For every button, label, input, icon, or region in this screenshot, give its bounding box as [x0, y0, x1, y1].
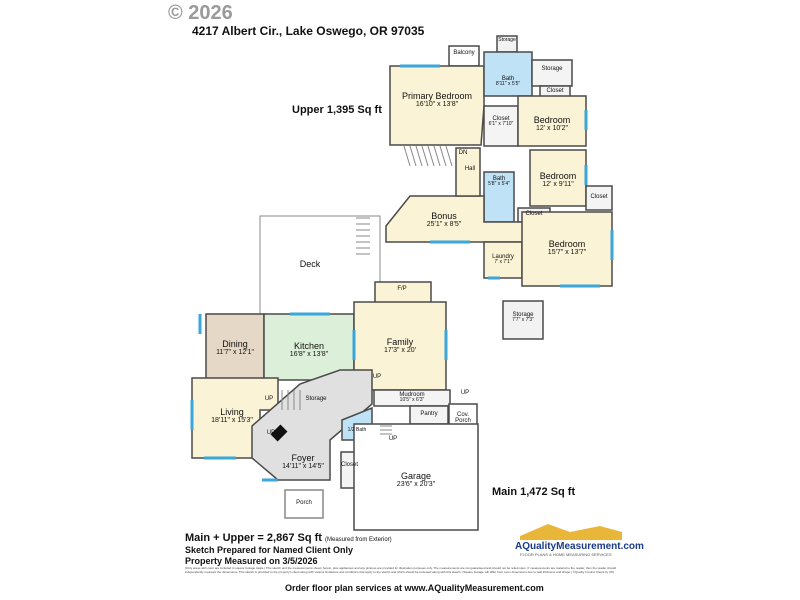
company-logo: AQualityMeasurement.com: [515, 541, 644, 552]
hall-shape: [455, 147, 481, 197]
garage-shape: [353, 423, 479, 531]
storage-right-shape: [531, 59, 573, 87]
closet3-label: Closet: [525, 211, 543, 217]
up-label-living: UP: [264, 396, 274, 402]
dn-label: DN: [458, 150, 468, 156]
up-label-garage: UP: [388, 436, 398, 442]
storage-right-label: Storage: [541, 66, 563, 72]
cov-porch-label: Cov. Porch: [455, 412, 471, 425]
measured-line: Property Measured on 3/5/2026: [185, 556, 318, 566]
property-address: 4217 Albert Cir., Lake Oswego, OR 97035: [192, 24, 425, 38]
closet4-label: Closet: [590, 194, 608, 200]
fine-print: (Only areas with color are included in s…: [185, 566, 616, 574]
deck-shape: [259, 215, 381, 315]
upper-floor-label: Upper 1,395 Sq ft: [292, 104, 382, 116]
main-floor: [191, 215, 479, 531]
fireplace-insert: [270, 424, 288, 442]
copyright-watermark: © 2026: [168, 2, 233, 24]
storage-mid-shape: [502, 300, 544, 340]
bedroom2-shape: [529, 149, 587, 207]
deck-label: Deck: [299, 259, 321, 269]
main-stairs: [281, 217, 392, 435]
primary-bedroom-shape: [389, 65, 485, 146]
main-windows: [190, 312, 448, 482]
up-label-foyer: UP: [266, 430, 276, 436]
sketch-info: Sketch Prepared for Named Client Only Pr…: [185, 545, 353, 567]
main-floor-label: Main 1,472 Sq ft: [492, 486, 576, 498]
porch-shape: [284, 489, 324, 519]
upper-stairs: [403, 145, 453, 167]
bonus-room-shape: [385, 195, 531, 243]
half-bath-label: 1/2 Bath: [347, 427, 367, 433]
balcony-label: Balcony: [453, 50, 475, 56]
foyer-shape: [251, 369, 373, 481]
total-square-footage: Main + Upper = 2,867 Sq ft (Measured fro…: [185, 532, 392, 544]
closet-foyer-label: Closet: [341, 462, 359, 468]
fp-label: F/P: [397, 286, 407, 292]
up-label-mudroom: UP: [460, 390, 470, 396]
storage-top-label: Storage: [498, 37, 516, 43]
upper-windows: [400, 64, 614, 288]
storage-small-label: Storage: [305, 396, 327, 402]
up-label-family: UP: [372, 374, 382, 380]
logo-swoosh: [520, 524, 622, 540]
porch-label: Porch: [296, 500, 312, 506]
upper-floor: [385, 35, 613, 340]
order-link[interactable]: Order floor plan services at www.AQualit…: [285, 583, 544, 593]
hall-label: Hall: [464, 166, 476, 172]
sketch-line: Sketch Prepared for Named Client Only: [185, 545, 354, 555]
total-note: (Measured from Exterior): [325, 537, 392, 543]
pantry-label: Pantry: [420, 411, 438, 417]
bath1-shape: [483, 51, 533, 97]
closet-foyer-shape: [340, 451, 356, 489]
bedroom3-shape: [521, 211, 613, 287]
closet2-label: Closet: [546, 88, 564, 94]
company-logo-subtitle: FLOOR PLANS & HOME MEASURING SERVICES: [520, 552, 612, 557]
closet4-shape: [585, 185, 613, 211]
